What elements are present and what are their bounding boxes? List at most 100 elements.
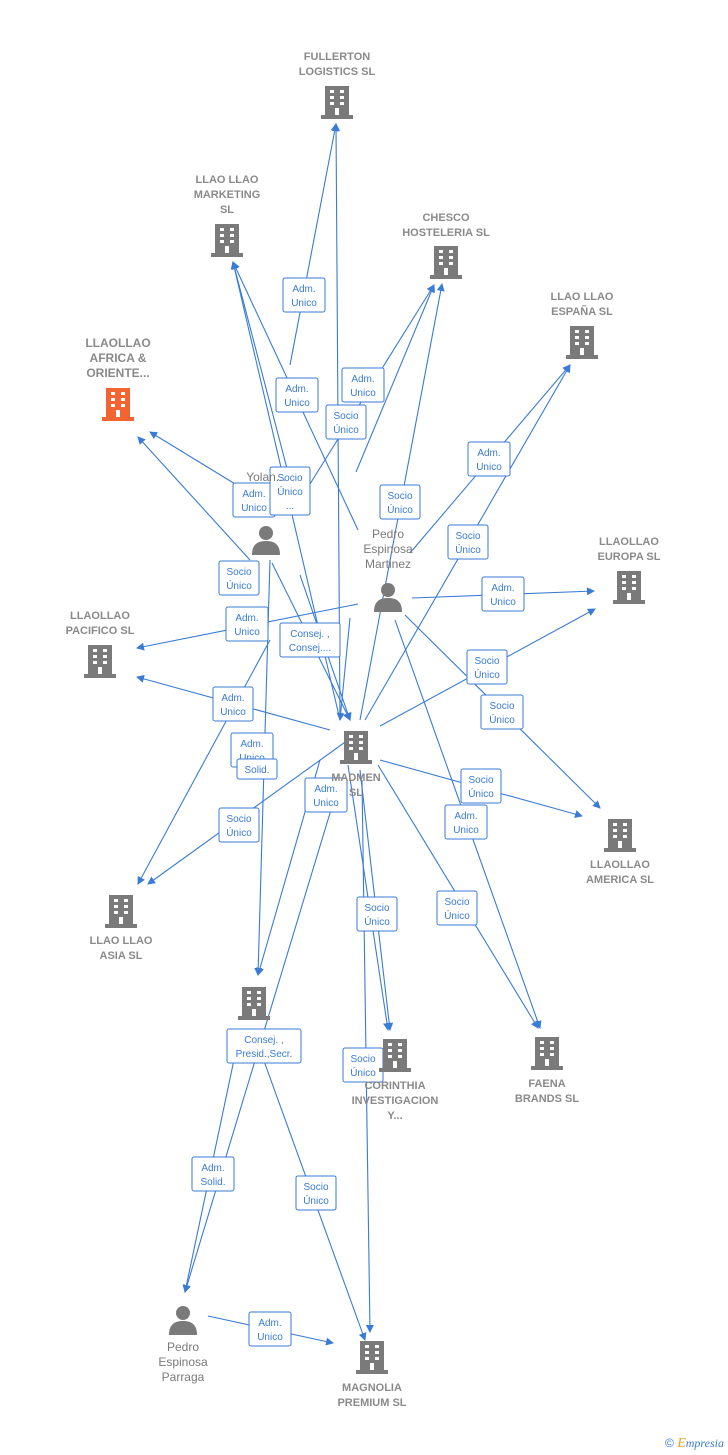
person-label[interactable]: Pedro <box>372 527 404 541</box>
edge-label-box[interactable]: Adm.Solid. <box>191 1156 235 1192</box>
company-label[interactable]: FAENA <box>528 1078 565 1090</box>
edge-label-box[interactable]: Adm.Unico <box>248 1311 292 1347</box>
company-label[interactable]: AFRICA & <box>90 351 147 365</box>
company-node-unnamed-company[interactable] <box>238 987 270 1020</box>
company-label[interactable]: EUROPA SL <box>598 551 661 563</box>
edge-label-text: Unico <box>453 825 479 836</box>
edge-label-frame <box>447 524 489 560</box>
edge-label-box[interactable]: Adm.Unico <box>304 777 348 813</box>
company-label[interactable]: ASIA SL <box>100 950 143 962</box>
company-node-magnolia[interactable]: MAGNOLIA PREMIUM SL <box>337 1341 407 1409</box>
person-node-yolanda[interactable]: Yolan... <box>246 470 286 555</box>
edge-label-box[interactable]: Adm.Unico <box>341 367 385 403</box>
company-label[interactable]: LLAO LLAO <box>90 935 153 947</box>
person-label[interactable]: Pedro <box>167 1340 199 1354</box>
edge-label-box[interactable]: Adm.Unico <box>444 804 488 840</box>
edge-label-frame <box>460 768 502 804</box>
company-label[interactable]: AMERICA SL <box>586 874 654 886</box>
company-label[interactable]: Y... <box>387 1110 402 1122</box>
person-label[interactable]: Espinosa <box>158 1355 208 1369</box>
edge-label-text: Unico <box>284 398 310 409</box>
edge-label-box[interactable]: Adm.Unico <box>212 686 254 722</box>
edge-label-text: Socio <box>333 411 358 422</box>
edge-label-box[interactable]: Solid. <box>236 758 278 780</box>
person-label[interactable]: Martinez <box>365 557 411 571</box>
edge-label-text: Adm. <box>242 489 265 500</box>
company-node-corinthia[interactable]: CORINTHIA INVESTIGACION Y... <box>352 1039 439 1122</box>
edge-label-frame <box>218 560 260 596</box>
person-label[interactable]: Parraga <box>162 1370 205 1384</box>
company-label[interactable]: LLAOLLAO <box>70 610 130 622</box>
company-label[interactable]: SL <box>220 204 234 216</box>
edge-label-box[interactable]: SocioÚnico... <box>269 466 311 516</box>
edge-label-text: Adm. <box>285 384 308 395</box>
edge-label-box[interactable]: Consej. ,Consej.... <box>279 622 341 658</box>
edge-label-text: Único <box>333 423 359 436</box>
company-label[interactable]: HOSTELERIA SL <box>402 227 490 239</box>
company-label[interactable]: ESPAÑA SL <box>551 305 613 318</box>
company-node-madmen[interactable]: MADMEN SL <box>331 731 381 799</box>
company-label[interactable]: SL <box>349 787 363 799</box>
company-label[interactable]: PREMIUM SL <box>337 1397 406 1409</box>
company-node-llaollao-espana[interactable]: LLAO LLAO ESPAÑA SL <box>551 291 614 359</box>
company-node-llaollao-asia[interactable]: LLAO LLAO ASIA SL <box>90 895 153 962</box>
company-node-llaollao-marketing[interactable]: LLAO LLAO MARKETING SL <box>194 174 261 257</box>
company-label[interactable]: LLAOLLAO <box>590 859 650 871</box>
person-label[interactable]: Yolan... <box>246 470 286 484</box>
company-label[interactable]: LLAOLLAO <box>85 336 150 350</box>
company-label[interactable]: LLAO LLAO <box>196 174 259 186</box>
edge-label-box[interactable]: Adm.Unico <box>232 482 276 518</box>
edge-label-box[interactable]: Adm. Unico <box>275 377 319 413</box>
edge-label-box[interactable]: Adm.Unico <box>282 277 326 313</box>
person-label[interactable]: Espinosa <box>363 542 413 556</box>
company-label[interactable]: MARKETING <box>194 189 261 201</box>
company-label[interactable]: LLAO LLAO <box>551 291 614 303</box>
company-label[interactable]: LLAOLLAO <box>599 536 659 548</box>
edge-label-text: Unico <box>350 388 376 399</box>
edge-label-box[interactable]: Adm.Unico <box>225 606 269 642</box>
edge-label-frame <box>191 1156 235 1192</box>
edge-label-box[interactable]: Adm.Unico <box>467 441 511 477</box>
company-node-chesco[interactable]: CHESCO HOSTELERIA SL <box>402 212 490 279</box>
company-label[interactable]: CORINTHIA <box>364 1080 425 1092</box>
company-label[interactable]: PACIFICO SL <box>66 625 135 637</box>
company-label[interactable]: MADMEN <box>331 772 381 784</box>
edge-label-frame <box>379 484 421 520</box>
edge-label-box[interactable]: Consej. ,Presid.,Secr. <box>226 1028 302 1064</box>
company-node-fullerton[interactable]: FULLERTON LOGISTICS SL <box>299 51 376 119</box>
company-node-llaollao-america[interactable]: LLAOLLAO AMERICA SL <box>586 819 654 886</box>
edge-label-frame <box>282 277 326 313</box>
company-label[interactable]: ORIENTE... <box>86 366 149 380</box>
edge-label-frame <box>325 404 367 440</box>
company-label[interactable]: CHESCO <box>422 212 470 224</box>
company-label[interactable]: FULLERTON <box>304 51 370 63</box>
company-node-llaollao-pacifico[interactable]: LLAOLLAO PACIFICO SL <box>66 610 135 678</box>
edge-label-text: Único <box>444 909 470 922</box>
edge-label-text: Solid. <box>200 1177 225 1188</box>
edge-label-box[interactable]: Adm.Unico <box>481 576 525 612</box>
company-node-faena[interactable]: FAENA BRANDS SL <box>515 1037 579 1105</box>
building-icon <box>84 645 116 678</box>
company-label[interactable]: MAGNOLIA <box>342 1382 402 1394</box>
edge-label-text: Socio <box>455 531 480 542</box>
edge-line <box>149 431 246 491</box>
company-label[interactable]: BRANDS SL <box>515 1093 579 1105</box>
company-node-llaollao-europa[interactable]: LLAOLLAO EUROPA SL <box>598 536 661 604</box>
company-label[interactable]: INVESTIGACION <box>352 1095 439 1107</box>
company-label[interactable]: LOGISTICS SL <box>299 66 376 78</box>
